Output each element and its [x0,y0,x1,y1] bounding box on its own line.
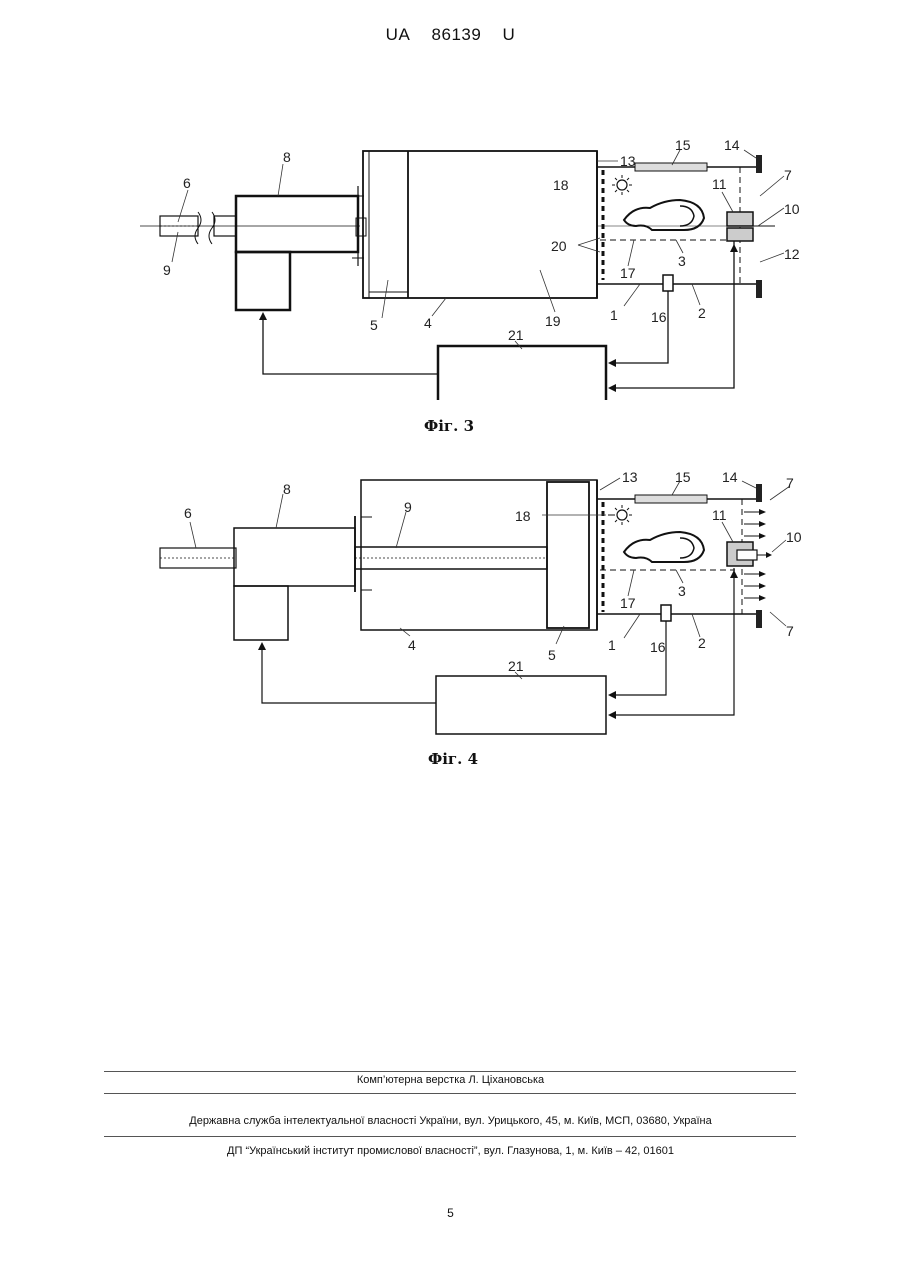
fig4-label-5: 5 [548,647,556,663]
fig3-label-5: 5 [370,317,378,333]
fig4-label-9: 9 [404,499,412,515]
fig4-label-18: 18 [515,508,531,524]
fig3-label-6: 6 [183,175,191,191]
fig4-label-11: 11 [712,507,727,523]
footer-rule-bottom [104,1136,796,1137]
fig3-label-7: 7 [784,167,792,183]
figure-3-drawing: 6 9 8 5 4 19 13 15 14 7 10 12 11 18 20 3… [0,130,901,400]
fig4-label-4: 4 [408,637,416,653]
fig3-label-21: 21 [508,327,524,343]
fig4-label-21: 21 [508,658,524,674]
fig3-label-10: 10 [784,201,800,217]
fig4-label-14: 14 [722,470,738,485]
patent-country: UA [386,25,411,44]
patent-number: 86139 [432,25,482,44]
patent-header: UA 86139 U [0,25,901,45]
fig3-label-15: 15 [675,137,691,153]
fig3-label-4: 4 [424,315,432,331]
fig3-label-17: 17 [620,265,636,281]
fig3-label-13: 13 [620,153,636,169]
fig3-label-14: 14 [724,137,740,153]
figure-4-drawing: 6 8 9 4 5 18 13 15 14 7 10 7 11 3 17 1 1… [0,470,901,740]
fig3-label-12: 12 [784,246,800,262]
fig4-label-17: 17 [620,595,636,611]
fig3-label-11: 11 [712,176,727,192]
fig4-label-13: 13 [622,470,638,485]
footer-rule-middle [104,1093,796,1094]
fig3-label-8: 8 [283,149,291,165]
fig3-label-18: 18 [553,177,569,193]
fig4-label-1: 1 [608,637,616,653]
figure-4-caption: Фіг. 4 [428,750,478,768]
patent-kind: U [503,25,516,44]
fig3-label-1: 1 [610,307,618,323]
fig3-label-19: 19 [545,313,561,329]
fig3-label-9: 9 [163,262,171,278]
fig3-label-20: 20 [551,238,567,254]
fig4-label-2: 2 [698,635,706,651]
fig4-label-16: 16 [650,639,666,655]
figure-3-caption: Фіг. 3 [424,417,474,435]
footer-institute-address: ДП “Український інститут промислової вла… [0,1145,901,1157]
fig3-label-2: 2 [698,305,706,321]
fig3-label-3: 3 [678,253,686,269]
fig4-label-8: 8 [283,481,291,497]
fig4-label-15: 15 [675,470,691,485]
fig4-label-7-bottom: 7 [786,623,794,639]
fig4-label-6: 6 [184,505,192,521]
footer-agency-address: Державна служба інтелектуальної власност… [0,1115,901,1127]
footer-rule-top [104,1071,796,1072]
page-number: 5 [0,1206,901,1220]
fig3-label-16: 16 [651,309,667,325]
fig4-label-3: 3 [678,583,686,599]
fig4-label-7-top: 7 [786,475,794,491]
fig4-label-10: 10 [786,529,802,545]
footer-layout-credit: Комп’ютерна верстка Л. Ціхановська [0,1074,901,1086]
